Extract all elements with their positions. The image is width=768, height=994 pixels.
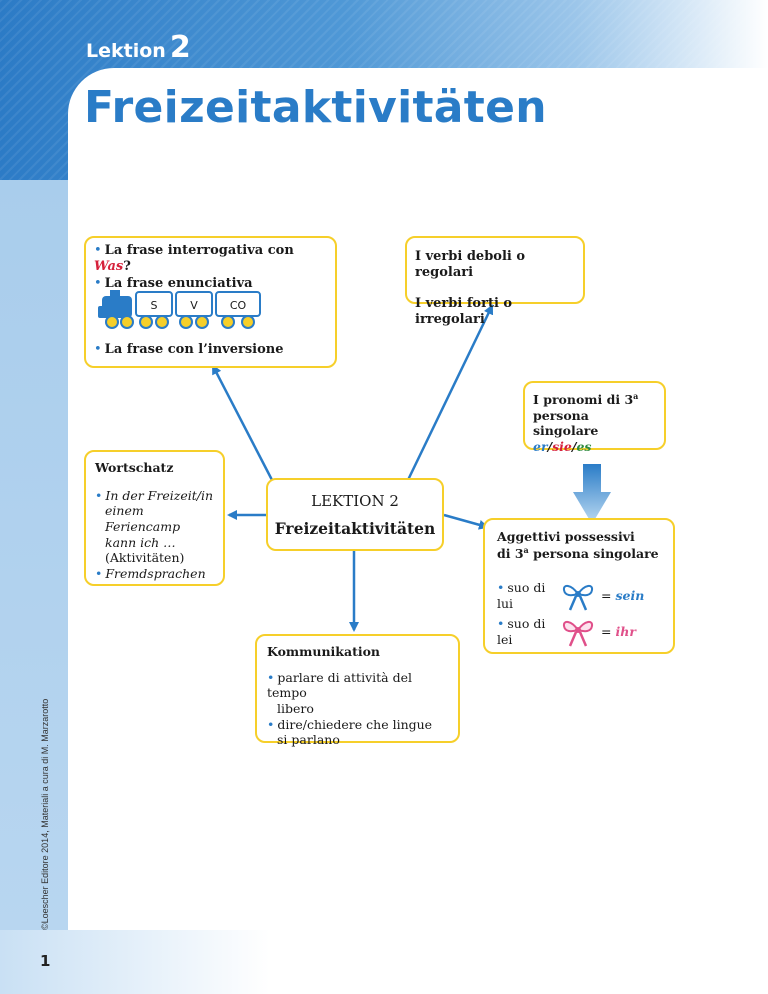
was-keyword: Was (94, 259, 124, 275)
train-car-label: CO (230, 299, 247, 312)
pronoun-sie: sie (552, 439, 572, 455)
pink-bow-icon (562, 620, 594, 647)
pronouns-title-line1: I pronomi di 3a (533, 391, 639, 408)
big-down-arrow (573, 464, 611, 524)
wortschatz-item2: •Fremdsprachen (95, 565, 206, 581)
arrow-to-aggettivi (443, 513, 489, 530)
central-topic-box: LEKTION 2 Freizeitaktivitäten (266, 478, 444, 551)
verbs-weak: I verbi deboli o regolari (415, 249, 526, 281)
aggettivi-box: Aggettivi possessivi di 3a persona singo… (483, 518, 675, 654)
kommunikation-box: Kommunikation •parlare di attività del t… (255, 634, 460, 747)
train-illustration: S V CO (98, 290, 261, 329)
wortschatz-title: Wortschatz (95, 460, 174, 475)
kommunikation-item2: •dire/chiedere che lingue si parlano (267, 716, 433, 748)
lektion-number: 2 (169, 30, 191, 65)
sentence-item-declarative: •La frase enunciativa (94, 275, 253, 291)
sentence-item-interrogative: •La frase interrogativa con Was? (94, 243, 294, 275)
wortschatz-item1: •In der Freizeit/in einem Feriencamp kan… (95, 487, 213, 566)
pronoun-es: es (576, 439, 592, 455)
aggettivi-title-line1: Aggettivi possessivi (497, 529, 635, 544)
sentences-box: •La frase interrogativa con Was? •La fra… (84, 236, 337, 368)
copyright-notice: ©Loescher Editore 2014, Materiali a cura… (40, 698, 50, 930)
train-car-co: CO (215, 291, 261, 329)
pronouns-list: er/sie/es (533, 439, 592, 455)
possessive-ihr: ihr (615, 624, 636, 640)
pronoun-er: er (533, 439, 548, 455)
sentence-item-inversion: •La frase con l’inversione (94, 342, 284, 357)
arrow-to-verbs (406, 304, 494, 481)
verbs-strong: I verbi forti o irregolari (415, 295, 513, 327)
verbs-box: I verbi deboli o regolari I verbi forti … (405, 236, 585, 327)
arrow-to-sentences (211, 364, 274, 481)
wortschatz-box: Wortschatz •In der Freizeit/in einem Fer… (84, 450, 225, 586)
lektion-text: Lektion (86, 40, 166, 62)
kommunikation-title: Kommunikation (267, 644, 381, 659)
page-title: Freizeitaktivitäten (84, 82, 547, 133)
train-car-label: S (151, 299, 158, 312)
train-car-label: V (190, 299, 198, 312)
aggettivi-title-line2: di 3a persona singolare (497, 544, 659, 561)
train-car-s: S (135, 291, 173, 329)
possessive-row-ihr: •suo di lei = ihr (497, 616, 636, 647)
central-topic-line1: LEKTION 2 (311, 492, 399, 510)
train-locomotive (98, 290, 134, 329)
kommunikation-item1: •parlare di attività del tempo libero (267, 669, 412, 716)
central-topic-line2: Freizeitaktivitäten (274, 518, 436, 538)
pronouns-box: I pronomi di 3a persona singolare er/sie… (523, 381, 666, 454)
page-number: 1 (40, 952, 51, 970)
possessive-sein: sein (615, 588, 645, 604)
lektion-label: Lektion 2 (86, 30, 191, 65)
blue-bow-icon (562, 584, 594, 611)
possessive-row-sein: •suo di lui = sein (497, 580, 645, 611)
pronouns-title-line2: persona singolare (533, 407, 599, 439)
corner-fade (0, 930, 300, 994)
train-car-v: V (175, 291, 213, 329)
side-band (0, 180, 68, 940)
